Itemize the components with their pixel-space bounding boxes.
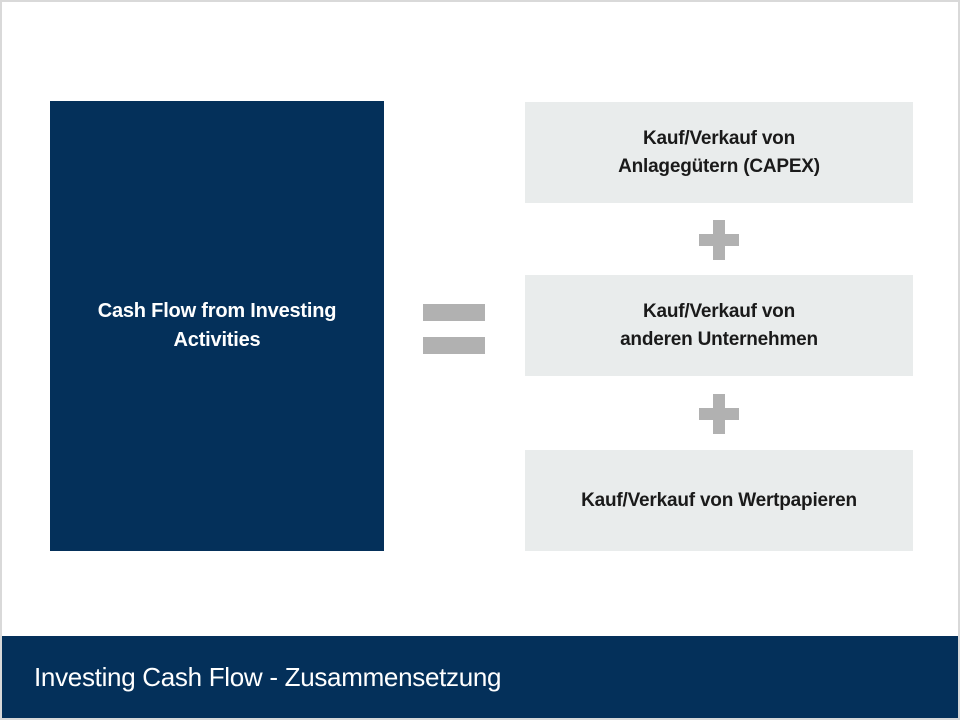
footer-bar: Investing Cash Flow - Zusammensetzung bbox=[2, 636, 958, 718]
investing-cash-flow-box: Cash Flow from Investing Activities bbox=[50, 101, 384, 551]
equals-bar-bottom bbox=[423, 337, 485, 354]
footer-title: Investing Cash Flow - Zusammensetzung bbox=[34, 661, 502, 692]
plus-bar-vertical bbox=[713, 220, 725, 260]
plus-icon bbox=[699, 394, 739, 434]
equals-icon bbox=[423, 304, 485, 354]
plus-bar-vertical bbox=[713, 394, 725, 434]
investing-cash-flow-label: Cash Flow from Investing Activities bbox=[97, 300, 337, 351]
component-acquisitions: Kauf/Verkauf von anderen Unternehmen bbox=[525, 275, 913, 376]
component-securities-label: Kauf/Verkauf von Wertpapieren bbox=[581, 489, 857, 511]
component-capex: Kauf/Verkauf von Anlagegütern (CAPEX) bbox=[525, 102, 913, 203]
equals-bar-top bbox=[423, 304, 485, 321]
component-acquisitions-label: Kauf/Verkauf von anderen Unternehmen bbox=[620, 300, 818, 350]
component-capex-label: Kauf/Verkauf von Anlagegütern (CAPEX) bbox=[618, 127, 820, 177]
plus-icon bbox=[699, 220, 739, 260]
component-securities: Kauf/Verkauf von Wertpapieren bbox=[525, 450, 913, 551]
